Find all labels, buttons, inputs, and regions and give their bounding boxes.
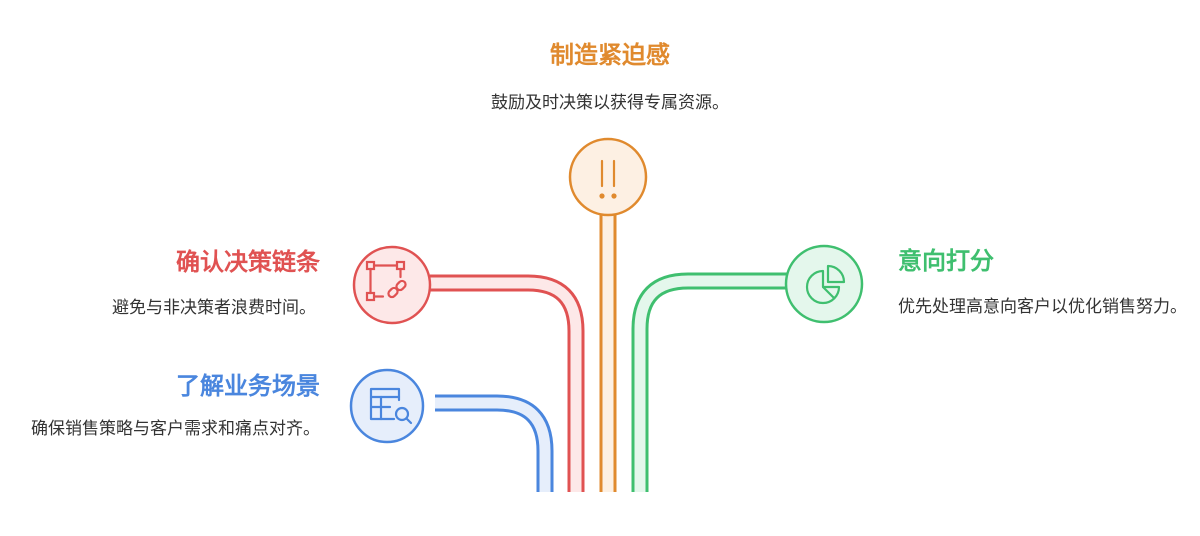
green-pipe-fill [634, 275, 787, 492]
decision-chain-title: 确认决策链条 [176, 248, 320, 276]
scenario-node [349, 368, 425, 444]
urgency-desc: 鼓励及时决策以获得专属资源。 [491, 93, 729, 113]
red-pipe [430, 274, 585, 492]
intent-node [784, 244, 864, 324]
intent-title: 意向打分 [898, 247, 994, 275]
link-icon [365, 260, 407, 302]
blue-pipe-fill [435, 397, 551, 492]
exclamation-icon [599, 159, 617, 199]
decision-chain-desc: 避免与非决策者浪费时间。 [112, 298, 316, 318]
scenario-desc: 确保销售策略与客户需求和痛点对齐。 [31, 419, 320, 439]
decision-chain-node [352, 245, 432, 325]
intent-desc: 优先处理高意向客户以优化销售努力。 [898, 297, 1187, 317]
red-pipe-fill [430, 277, 582, 492]
green-pipe [631, 272, 787, 492]
pie-chart-icon [805, 264, 846, 305]
table-search-icon [369, 387, 413, 425]
urgency-node [568, 137, 648, 217]
urgency-title: 制造紧迫感 [550, 41, 670, 69]
scenario-title: 了解业务场景 [176, 372, 320, 400]
